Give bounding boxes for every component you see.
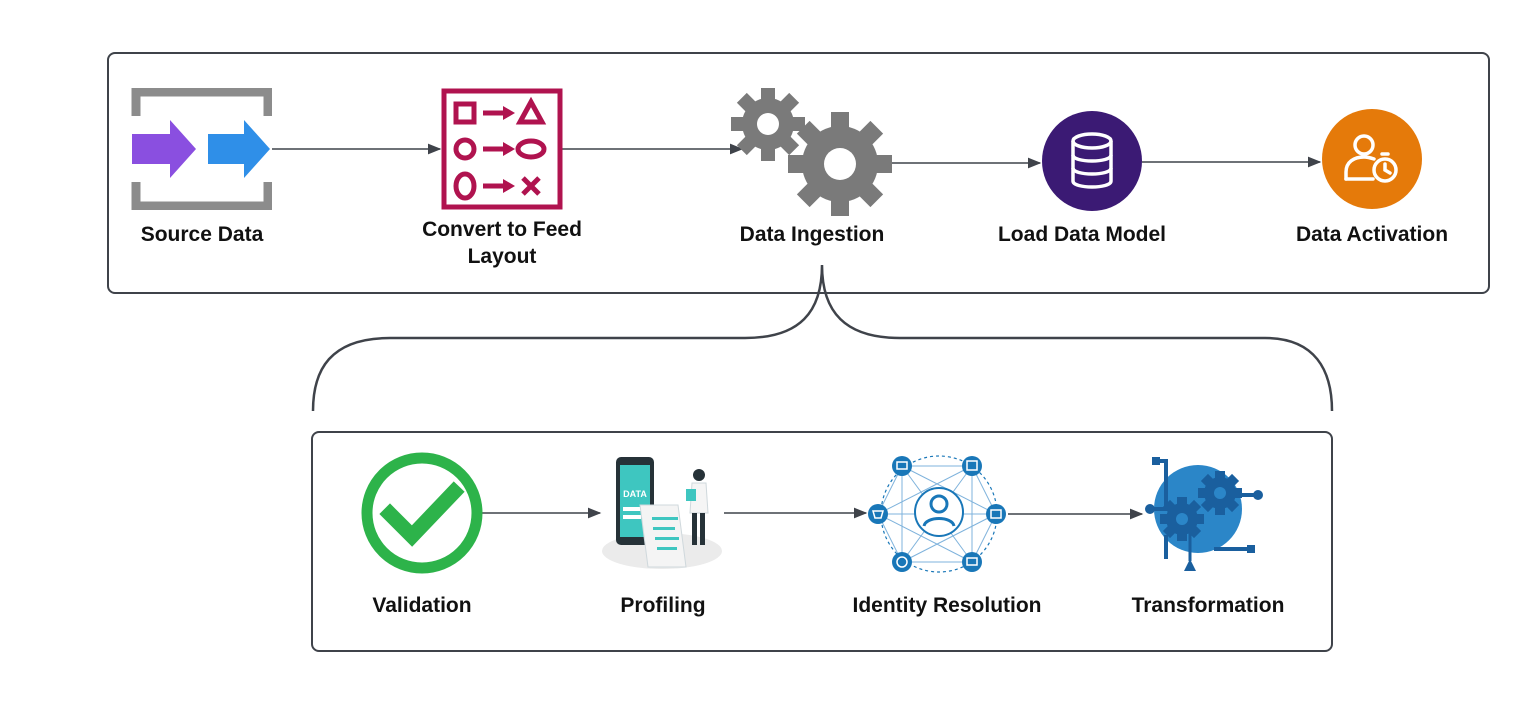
check-circle-icon <box>360 451 484 575</box>
step-label-profiling: Profiling <box>620 594 706 617</box>
step-label-data-activation: Data Activation <box>1295 223 1449 246</box>
step-label-data-ingestion: Data Ingestion <box>739 223 885 246</box>
database-icon <box>1041 110 1143 212</box>
profiling-illustration-icon: DATA <box>600 455 725 573</box>
ingestion-detail-frame <box>311 431 1333 652</box>
step-label-validation: Validation <box>372 594 472 617</box>
step-label-transformation: Transformation <box>1131 594 1285 617</box>
gears-icon <box>728 88 898 218</box>
step-label-convert-to-feed-layout: Convert to Feed Layout <box>422 218 582 268</box>
step-label-source-data: Source Data <box>140 223 264 246</box>
step-label-load-data-model: Load Data Model <box>997 223 1166 246</box>
source-data-icon <box>130 88 272 210</box>
profiling-badge: DATA <box>623 489 647 499</box>
pipeline-frame <box>107 52 1490 294</box>
transformation-gears-icon <box>1142 455 1270 573</box>
user-clock-icon <box>1321 108 1423 210</box>
ingestion-brace <box>311 264 1334 412</box>
feed-layout-icon <box>441 88 563 210</box>
identity-network-icon <box>868 452 1010 576</box>
step-label-identity-resolution: Identity Resolution <box>852 594 1042 617</box>
